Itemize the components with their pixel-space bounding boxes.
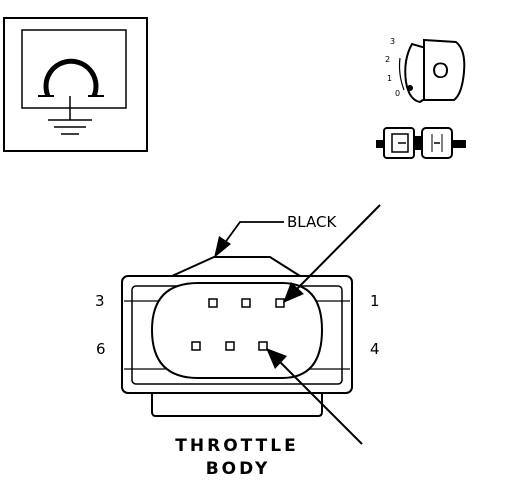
key-position-label: 2: [385, 55, 390, 64]
throttle-body-connector: [121, 256, 353, 417]
pin-arrow-upper: [283, 204, 381, 303]
key-position-label: 3: [390, 37, 395, 46]
connector-name-line2: BODY: [206, 459, 271, 479]
pin-label: 3: [95, 292, 105, 310]
pin-label: 6: [96, 340, 106, 358]
connector-side-view-icon: [376, 127, 466, 159]
pin-cavity: [275, 298, 285, 308]
pin-arrow-lower: [266, 348, 363, 445]
sensor-symbol-icon: [3, 17, 148, 152]
connector-key-view-icon: 3 2 1 0 O: [385, 37, 466, 104]
pin-label: 4: [370, 340, 380, 358]
pin-cavity: [225, 341, 235, 351]
key-position-label: 1: [387, 74, 392, 83]
color-callout: BLACK: [214, 213, 337, 258]
connector-name-line1: THROTTLE: [175, 436, 298, 456]
key-position-label: 0: [395, 89, 400, 98]
pin-cavity: [191, 341, 201, 351]
connector-color-label: BLACK: [287, 213, 337, 231]
pin-label: 1: [370, 292, 380, 310]
pin-cavity: [208, 298, 218, 308]
key-letter-label: O: [432, 58, 449, 83]
pin-cavity: [241, 298, 251, 308]
pin-cavity: [258, 341, 268, 351]
